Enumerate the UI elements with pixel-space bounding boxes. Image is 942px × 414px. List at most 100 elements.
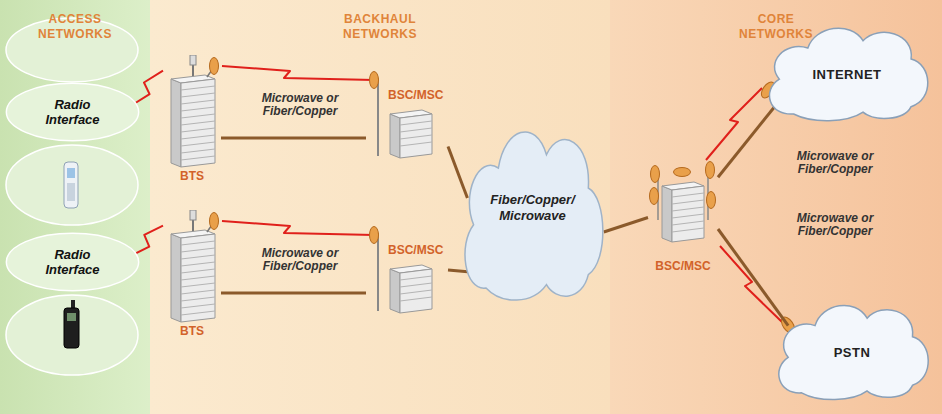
- radio-cells: [6, 18, 138, 375]
- backhaul-cloud: Fiber/Copper/ Microwave: [455, 108, 610, 308]
- link-label: Microwave or Fiber/Copper: [255, 247, 345, 273]
- bsc-building: [366, 70, 446, 160]
- network-band: CORE NETWORKSBSC/MSCINTERNETPSTN: [610, 0, 942, 414]
- phone-keys: [67, 183, 75, 201]
- link-label: Microwave or Fiber/Copper: [785, 150, 885, 176]
- mast: [377, 233, 379, 311]
- microwave-bolt: [222, 221, 374, 235]
- phone-screen: [67, 168, 75, 178]
- microwave-bolt: [720, 246, 782, 322]
- handset-silver: [64, 162, 78, 208]
- dish-antenna: [651, 166, 660, 183]
- antenna: [190, 55, 196, 65]
- network-band: BACKHAUL NETWORKS BTS BTS BSC/MSC BSC/MSC Fib…: [150, 0, 610, 414]
- floor-line: [181, 156, 215, 160]
- node-label: Fiber/Copper/ Microwave: [480, 192, 585, 224]
- floor-line: [672, 200, 704, 204]
- floor-line: [181, 311, 215, 315]
- band-heading: ACCESS NETWORKS: [20, 12, 130, 42]
- building-front: [181, 234, 215, 322]
- building-side: [171, 79, 181, 167]
- floor-line: [181, 290, 215, 294]
- floor-line: [672, 207, 704, 211]
- floor-line: [181, 276, 215, 280]
- bsc-msc-site: BSC/MSC: [366, 225, 448, 315]
- cloud-shape: [769, 28, 927, 121]
- node-label: BSC/MSC: [388, 88, 443, 102]
- wired-link: [448, 270, 471, 272]
- building-side: [390, 114, 400, 158]
- floor-line: [672, 193, 704, 197]
- hub-building: [648, 160, 718, 250]
- building-front: [672, 186, 704, 242]
- node-label: Radio Interface: [33, 247, 113, 277]
- floor-line: [181, 114, 215, 118]
- floor-line: [181, 304, 215, 308]
- floor-line: [400, 283, 432, 287]
- building-side: [171, 234, 181, 322]
- dish-antenna: [370, 227, 379, 244]
- bts-site: BTS: [163, 55, 221, 185]
- node-label: Radio Interface: [33, 97, 113, 127]
- floor-line: [181, 269, 215, 273]
- cloud-shape: [779, 305, 928, 399]
- floor-line: [181, 107, 215, 111]
- node-label: BTS: [180, 169, 204, 183]
- microwave-bolt: [222, 66, 374, 80]
- bsc-msc-hub: BSC/MSC: [648, 160, 718, 275]
- floor-line: [181, 128, 215, 132]
- microwave-bolt: [706, 88, 762, 160]
- node-label: BTS: [180, 324, 204, 338]
- floor-line: [672, 221, 704, 225]
- floor-line: [181, 100, 215, 104]
- cell-ellipse: [6, 233, 138, 291]
- floor-line: [181, 149, 215, 153]
- bsc-building: [366, 225, 446, 315]
- radio-link: [131, 226, 163, 256]
- cell-ellipse: [6, 18, 138, 82]
- band-heading: BACKHAUL NETWORKS: [325, 12, 435, 42]
- radio-cell: Radio Interface: [5, 232, 140, 292]
- edge-label-box: Microwave or Fiber/Copper: [255, 92, 345, 118]
- floor-line: [181, 142, 215, 146]
- floor-line: [181, 248, 215, 252]
- wired-link: [221, 136, 366, 139]
- edge-label-box: Microwave or Fiber/Copper: [785, 212, 885, 238]
- wired-link: [448, 147, 467, 199]
- radio-link: [131, 71, 163, 106]
- dish-antenna: [370, 72, 379, 89]
- microwave-links: [222, 66, 782, 322]
- node-label: INTERNET: [813, 67, 882, 82]
- floor-line: [181, 255, 215, 259]
- floor-line: [181, 262, 215, 266]
- core-cloud: PSTN: [768, 292, 936, 404]
- floor-line: [672, 214, 704, 218]
- building-front: [181, 79, 215, 167]
- dish-antenna: [210, 213, 219, 230]
- dish-antenna: [759, 80, 778, 100]
- link-label: Microwave or Fiber/Copper: [785, 212, 885, 238]
- floor-line: [181, 297, 215, 301]
- cell-ellipse: [6, 295, 138, 375]
- floor-line: [400, 142, 432, 146]
- floor-line: [400, 121, 432, 125]
- node-label: BSC/MSC: [655, 259, 710, 273]
- phone-body: [64, 308, 79, 348]
- floor-line: [181, 86, 215, 90]
- floor-line: [181, 135, 215, 139]
- core-cloud: INTERNET: [758, 15, 936, 125]
- floor-line: [400, 135, 432, 139]
- node-label: BSC/MSC: [388, 243, 443, 257]
- floor-line: [400, 276, 432, 280]
- cell-ellipse: [6, 145, 138, 225]
- building-front: [400, 269, 432, 313]
- floor-line: [672, 228, 704, 232]
- floor-line: [400, 290, 432, 294]
- edge-label-box: Microwave or Fiber/Copper: [255, 247, 345, 273]
- antenna: [190, 210, 196, 220]
- dish-antenna: [706, 162, 715, 179]
- cell-ellipse: [6, 83, 138, 141]
- bts-tower: [163, 55, 221, 169]
